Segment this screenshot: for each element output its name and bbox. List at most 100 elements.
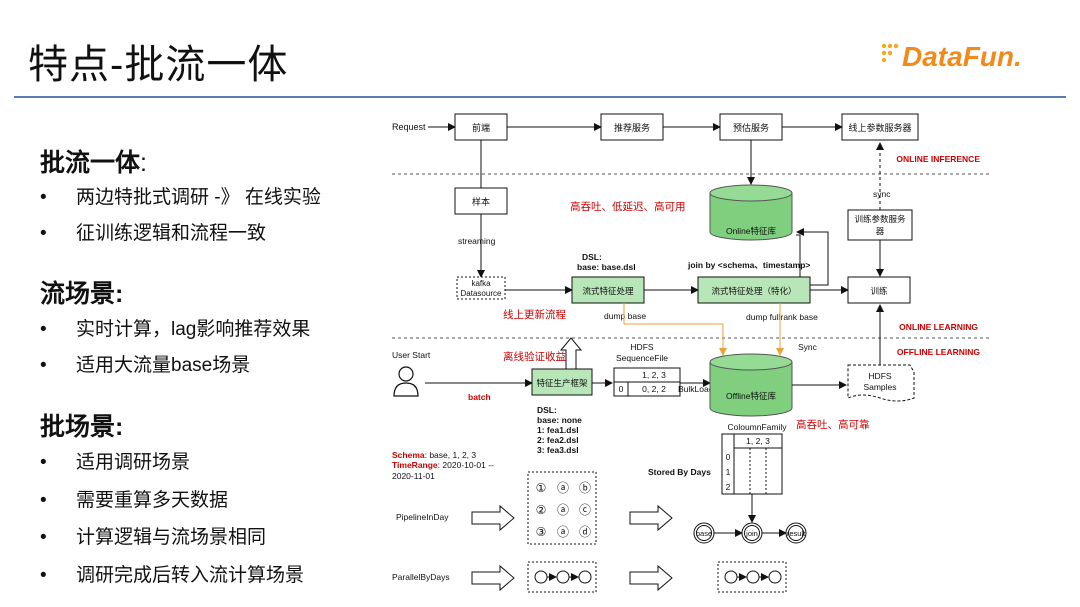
sample-label: 样本 xyxy=(472,196,490,207)
offline-feature-store-cylinder xyxy=(709,353,793,417)
offline-learning-label: OFFLINE LEARNING xyxy=(897,347,980,357)
seq-row2-b: 0, 2, 2 xyxy=(642,384,666,394)
stored-by-days-label: Stored By Days xyxy=(648,467,711,477)
node-base: base xyxy=(696,529,712,538)
bullet-item: •适用调研场景 xyxy=(40,452,191,473)
pipeline-box xyxy=(527,471,597,545)
pipeline-node: ⓐ xyxy=(557,481,569,495)
schema-line: Schema: base, 1, 2, 3 xyxy=(392,450,476,460)
request-label: Request xyxy=(392,122,426,132)
hdfs-samples-shape xyxy=(847,364,915,402)
dsl2-line-5: 3: fea3.dsl xyxy=(537,445,579,455)
online-update-label: 线上更新流程 xyxy=(503,308,566,321)
sample-box xyxy=(454,187,508,215)
section-heading-stream: 流场景: xyxy=(40,280,124,308)
online-learning-label: ONLINE LEARNING xyxy=(899,322,978,332)
hdfs-seq-label-2: SequenceFile xyxy=(616,353,668,363)
pipeline-node: ① xyxy=(536,481,547,495)
parallel-nodes xyxy=(534,570,592,584)
bullet-item: •征训练逻辑和流程一致 xyxy=(40,223,267,244)
section-heading-batch-stream: 批流一体: xyxy=(40,149,147,177)
kafka-box xyxy=(456,276,506,300)
bullet-item: •适用大流量base场景 xyxy=(40,355,251,376)
frontend-label: 前端 xyxy=(472,122,490,133)
column-family-label: ColoumnFamily xyxy=(727,422,787,432)
node-join: join xyxy=(745,529,758,538)
timerange-line-2: 2020-11-01 xyxy=(392,471,435,481)
pipeline-node: ⓑ xyxy=(579,481,591,495)
dsl2-line-1: DSL: xyxy=(537,405,557,415)
section-heading-batch: 批场景: xyxy=(40,413,124,441)
hdfs-seq-label-1: HDFS xyxy=(630,342,653,352)
rec-service-box xyxy=(600,113,664,141)
dsl2-line-2: base: none xyxy=(537,415,582,425)
cf-row-0: 0 xyxy=(726,452,731,462)
up-arrow-icon xyxy=(559,337,583,370)
online-inference-label: ONLINE INFERENCE xyxy=(896,154,980,164)
pipeline-in-day-label: PipelineInDay xyxy=(396,512,449,522)
kafka-label-1: kafka xyxy=(471,279,491,288)
red-note-throughput: 高吞吐、低延迟、高可用 xyxy=(570,200,686,213)
stream-proc-label: 流式特征处理 xyxy=(582,286,634,296)
timerange-line: TimeRange: 2020-10-01 -- xyxy=(392,460,494,470)
pipeline-node: ⓒ xyxy=(579,503,591,517)
pipeline-node: ③ xyxy=(536,525,547,539)
hdfs-samples-label-2: Samples xyxy=(863,382,896,392)
stream-proc-special-box xyxy=(697,276,811,304)
batch-label: batch xyxy=(468,392,491,402)
pipeline-node: ② xyxy=(536,503,547,517)
online-feature-store-label: Online特征库 xyxy=(726,226,777,236)
dump-fullrank-label: dump fullrank base xyxy=(746,312,818,322)
datafun-logo: DataFun. xyxy=(881,41,1022,72)
dsl2-line-4: 2: fea2.dsl xyxy=(537,435,579,445)
bullet-item: •实时计算，lag影响推荐效果 xyxy=(40,319,311,340)
bullet-item: •计算逻辑与流场景相同 xyxy=(40,527,267,548)
sync-top-label: sync xyxy=(873,189,891,199)
feature-factory-box xyxy=(531,368,593,396)
sync-mid-label: Sync xyxy=(798,342,818,352)
hollow-arrow-icon xyxy=(629,564,673,592)
base-join-result-flow: base join result xyxy=(693,522,807,544)
red-note-reliable: 高吞吐、高可靠 xyxy=(796,418,870,431)
bulkload-label: BulkLoad xyxy=(678,384,714,394)
hollow-arrow-icon xyxy=(471,504,515,532)
offline-feature-store-label: Offline特征库 xyxy=(726,391,776,401)
cf-row-2: 2 xyxy=(726,482,731,492)
dsl-label: DSL: xyxy=(582,252,602,262)
user-start-label: User Start xyxy=(392,350,431,360)
parallel-by-days-label: ParallelByDays xyxy=(392,572,450,582)
hollow-arrow-icon xyxy=(471,564,515,592)
node-result: result xyxy=(787,529,806,538)
train-label: 训练 xyxy=(870,286,888,296)
seq-row1: 1, 2, 3 xyxy=(642,370,666,380)
logo-dots-icon xyxy=(881,43,899,63)
online-feature-store-cylinder xyxy=(709,184,793,241)
user-icon xyxy=(393,366,419,397)
slide-title: 特点-批流一体 xyxy=(28,43,289,87)
logo-text: DataFun. xyxy=(902,41,1022,72)
train-param-server-box xyxy=(847,209,913,241)
bullet-item: •需要重算多天数据 xyxy=(40,490,229,511)
offline-verify-label: 离线验证收益 xyxy=(503,350,566,363)
train-param-server-label-2: 器 xyxy=(876,226,885,236)
sequence-file-table xyxy=(613,367,681,397)
stream-proc-special-label: 流式特征处理（特化） xyxy=(711,286,796,296)
kafka-label-2: Datasource xyxy=(461,289,502,298)
header-divider xyxy=(14,96,1066,98)
cf-row-1: 1 xyxy=(726,467,731,477)
join-by-label: join by <schema、timestamp> xyxy=(687,260,810,270)
column-family-table xyxy=(721,433,783,495)
dump-base-label: dump base xyxy=(604,311,646,321)
hollow-arrow-icon xyxy=(629,504,673,532)
cf-header: 1, 2, 3 xyxy=(746,436,770,446)
pipeline-node: ⓐ xyxy=(557,525,569,539)
bullet-item: •调研完成后转入流计算场景 xyxy=(40,565,305,586)
online-param-server-box xyxy=(841,113,919,141)
train-box xyxy=(847,276,911,304)
pipeline-node: ⓐ xyxy=(557,503,569,517)
pipeline-node: ⓓ xyxy=(579,525,591,539)
hdfs-samples-label-1: HDFS xyxy=(868,371,891,381)
feature-factory-label: 特征生产框架 xyxy=(536,378,588,388)
dsl2-line-3: 1: fea1.dsl xyxy=(537,425,579,435)
stream-proc-box xyxy=(571,276,645,304)
